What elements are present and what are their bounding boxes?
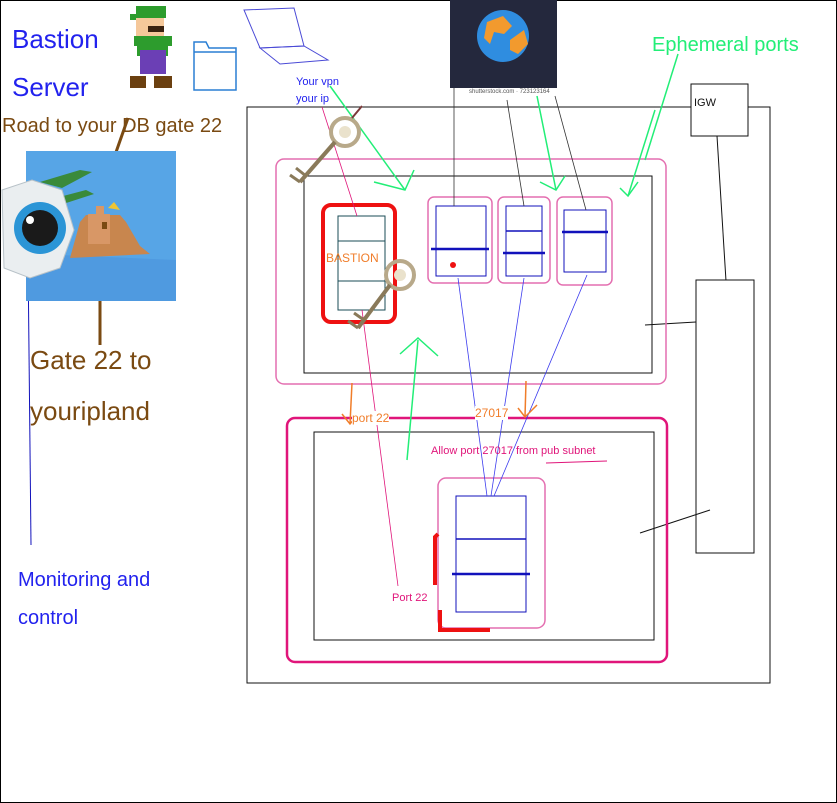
port22-top-label: port 22 xyxy=(352,411,390,425)
allow-underline xyxy=(545,460,608,464)
db-bracket-left xyxy=(433,532,440,585)
globe-link-3 xyxy=(554,95,587,211)
igw-box xyxy=(690,83,749,137)
key-icon-top xyxy=(289,116,361,184)
router-link-bottom xyxy=(639,509,711,534)
red-dot xyxy=(450,262,456,268)
public-instance-2 xyxy=(505,205,543,277)
db-instance-group xyxy=(437,477,546,629)
public-instance-3 xyxy=(563,209,607,273)
globe-caption: shutterstock.com · 723123164 xyxy=(469,89,550,95)
vpn-label-line1: Your vpn xyxy=(296,76,340,88)
globe-icon xyxy=(450,0,557,88)
vpc-box xyxy=(246,106,771,684)
db-instance xyxy=(455,495,527,613)
laptop-icon xyxy=(243,7,330,65)
road-label: Road to your DB gate 22 xyxy=(2,115,223,137)
link-pub2-db xyxy=(490,277,525,497)
bastion-box-label: BASTION xyxy=(326,251,379,265)
sea xyxy=(26,255,176,301)
port22-bottom-label: Port 22 xyxy=(392,592,428,604)
link-pub1-db xyxy=(457,277,488,497)
bastion-link-db xyxy=(361,309,399,587)
luigi-sprite-icon xyxy=(125,6,178,88)
ephemeral-ports-label: Ephemeral ports xyxy=(652,34,799,56)
link-pub3-db xyxy=(493,274,588,497)
public-subnet-inner xyxy=(303,175,653,374)
bastion-title-line1: Bastion xyxy=(12,24,99,54)
gate-label-line2: youripland xyxy=(30,396,150,426)
private-subnet-inner xyxy=(313,431,655,641)
public-subnet-outer xyxy=(275,158,667,385)
monitoring-line xyxy=(27,254,32,546)
db-bracket-bottom xyxy=(438,610,490,632)
router-box xyxy=(695,279,755,554)
sandcastle-icon xyxy=(70,202,150,258)
bastion-instance xyxy=(337,215,386,311)
igw-label: IGW xyxy=(694,97,716,109)
router-link-top xyxy=(644,321,697,326)
key-tick xyxy=(351,105,363,119)
eye-icon xyxy=(1,179,75,279)
public-instance-2-group xyxy=(497,196,551,284)
public-instance-3-group xyxy=(556,196,613,286)
bastion-title-line2: Server xyxy=(12,72,89,102)
public-instance-1 xyxy=(435,205,487,277)
public-instance-1-group xyxy=(427,196,493,284)
gate-label-line1: Gate 22 to xyxy=(30,345,152,375)
port-27017-label: 27017 xyxy=(475,406,509,420)
key-icon-bottom xyxy=(347,259,416,330)
globe-link-2 xyxy=(506,99,525,207)
igw-link-line xyxy=(716,135,727,282)
vpn-link-bastion xyxy=(321,106,358,217)
monitoring-label-line2: control xyxy=(18,607,79,629)
green-arrows xyxy=(329,53,679,461)
folder-icon xyxy=(193,41,237,91)
allow-rule-label: Allow port 27017 from pub subnet xyxy=(431,445,596,457)
vpn-label-line2: your ip xyxy=(296,93,330,105)
monitoring-label-line1: Monitoring and xyxy=(18,569,151,591)
